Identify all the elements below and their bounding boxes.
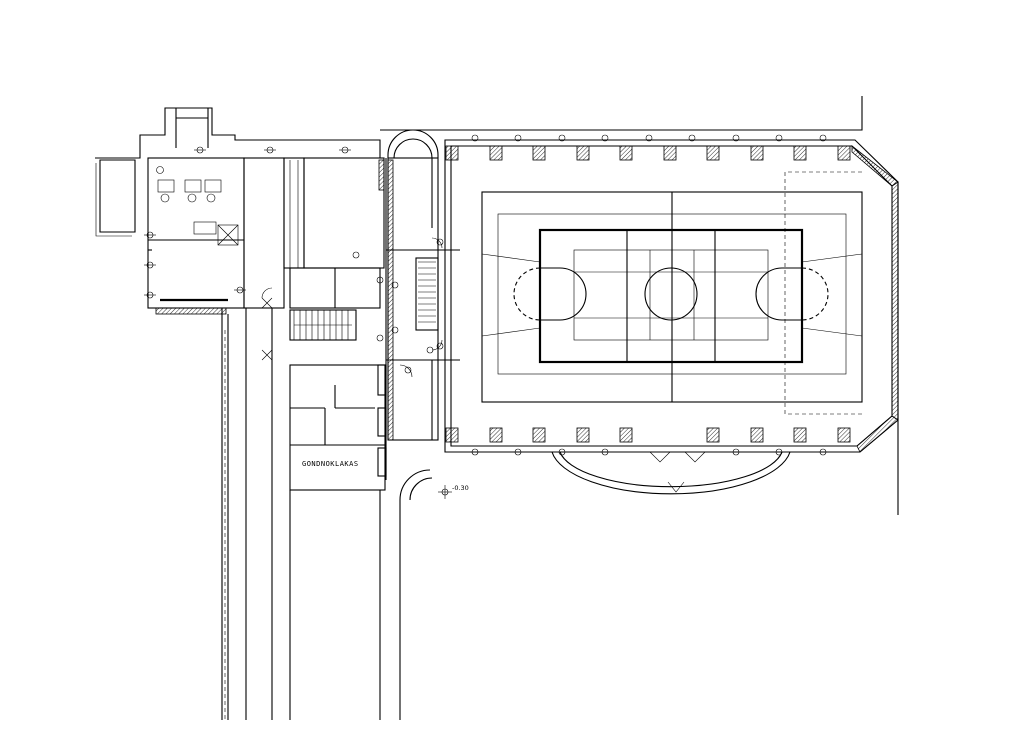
room-label: GONDNOKLAKAS bbox=[302, 460, 359, 468]
connector-corridor bbox=[386, 129, 460, 441]
west-wing bbox=[95, 107, 434, 720]
circle-cross-icon bbox=[144, 146, 434, 374]
stair-icon bbox=[289, 309, 357, 341]
sports-hall bbox=[380, 96, 899, 515]
crosshair-icon bbox=[438, 485, 452, 499]
stair-icon bbox=[418, 261, 436, 323]
pier-row-bottom bbox=[445, 427, 851, 443]
main-court bbox=[538, 228, 804, 364]
door-swing-icon bbox=[649, 451, 706, 463]
pier-row-top bbox=[445, 145, 851, 161]
centre-circle bbox=[644, 267, 698, 321]
door-swing-icon bbox=[399, 237, 443, 378]
circle-cross-icon bbox=[436, 134, 827, 456]
level-mark: -0.30 bbox=[452, 484, 469, 492]
